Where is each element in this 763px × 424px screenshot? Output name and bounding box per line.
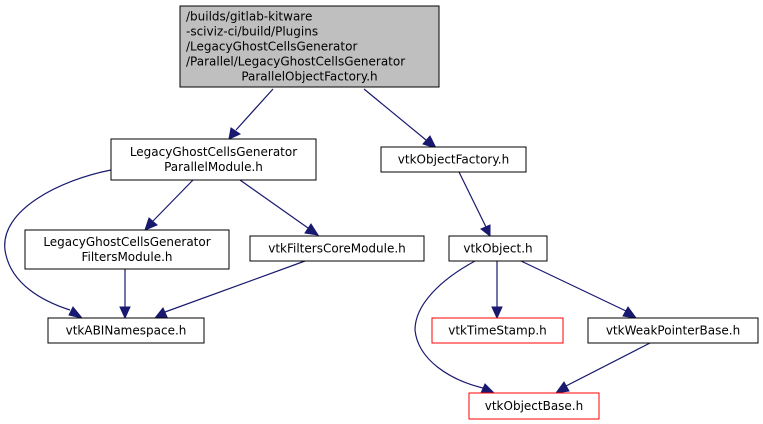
nodes-layer: /builds/gitlab-kitware-sciviz-ci/build/P… bbox=[24, 5, 759, 420]
node-label: vtkABINamespace.h bbox=[66, 324, 187, 338]
node-root: /builds/gitlab-kitware-sciviz-ci/build/P… bbox=[179, 5, 440, 88]
node-label: -sciviz-ci/build/Plugins bbox=[186, 25, 318, 39]
arrowhead-icon bbox=[228, 127, 242, 140]
node-label: LegacyGhostCellsGenerator bbox=[130, 145, 297, 159]
arrowhead-icon bbox=[68, 306, 84, 319]
edge-line bbox=[565, 342, 651, 387]
node-box bbox=[110, 138, 317, 181]
edges-layer bbox=[4, 88, 651, 394]
arrowhead-icon bbox=[422, 135, 437, 149]
node-timestamp[interactable]: vtkTimeStamp.h bbox=[431, 317, 564, 344]
arrowhead-icon bbox=[480, 224, 491, 238]
arrowhead-icon bbox=[622, 306, 638, 319]
edge-parallelmodule-to-abinamespace bbox=[4, 169, 112, 319]
node-filterscore[interactable]: vtkFiltersCoreModule.h bbox=[249, 235, 425, 262]
node-label: ParallelModule.h bbox=[164, 160, 263, 174]
node-label: vtkWeakPointerBase.h bbox=[606, 324, 740, 338]
arrowhead-icon bbox=[491, 306, 503, 320]
edge-line bbox=[520, 260, 627, 312]
edge-root-to-parallelmodule bbox=[228, 88, 274, 140]
node-weakpointer[interactable]: vtkWeakPointerBase.h bbox=[587, 317, 759, 344]
edge-weakpointer-to-objectbase bbox=[554, 342, 651, 394]
edge-line bbox=[458, 171, 487, 228]
arrowhead-icon bbox=[153, 307, 168, 319]
node-box bbox=[179, 5, 440, 88]
node-label: vtkObjectBase.h bbox=[485, 399, 583, 413]
node-box bbox=[47, 317, 205, 344]
node-label: vtkObjectFactory.h bbox=[398, 153, 509, 167]
edge-filtersmodule-to-abinamespace bbox=[119, 269, 131, 320]
edge-line bbox=[363, 88, 427, 141]
node-box bbox=[468, 392, 600, 420]
edge-line bbox=[4, 169, 112, 311]
node-label: /Parallel/LegacyGhostCellsGenerator bbox=[186, 55, 405, 69]
edge-filterscore-to-abinamespace bbox=[153, 260, 306, 319]
edge-parallelmodule-to-filterscore bbox=[239, 179, 320, 236]
node-label: /LegacyGhostCellsGenerator bbox=[186, 40, 357, 54]
node-box bbox=[24, 229, 230, 270]
arrowhead-icon bbox=[119, 306, 131, 320]
node-abinamespace[interactable]: vtkABINamespace.h bbox=[47, 317, 205, 344]
node-label: FiltersModule.h bbox=[81, 250, 172, 264]
edge-line bbox=[235, 88, 274, 131]
edge-line bbox=[164, 260, 306, 313]
node-label: vtkTimeStamp.h bbox=[448, 324, 547, 338]
arrowhead-icon bbox=[144, 217, 158, 231]
edge-line bbox=[414, 260, 484, 389]
node-label: ParallelObjectFactory.h bbox=[241, 70, 377, 84]
node-object[interactable]: vtkObject.h bbox=[448, 235, 548, 262]
arrowhead-icon bbox=[554, 381, 570, 394]
node-box bbox=[431, 317, 564, 344]
edge-line bbox=[152, 179, 194, 222]
node-label: LegacyGhostCellsGenerator bbox=[43, 235, 210, 249]
arrowhead-icon bbox=[304, 223, 320, 236]
node-box bbox=[380, 146, 527, 173]
edge-object-to-weakpointer bbox=[520, 260, 638, 319]
node-label: /builds/gitlab-kitware bbox=[186, 10, 312, 24]
node-objectfactory[interactable]: vtkObjectFactory.h bbox=[380, 146, 527, 173]
node-label: vtkObject.h bbox=[463, 242, 532, 256]
node-box bbox=[448, 235, 548, 262]
node-box bbox=[249, 235, 425, 262]
arrowhead-icon bbox=[480, 383, 496, 394]
node-objectbase[interactable]: vtkObjectBase.h bbox=[468, 392, 600, 420]
node-label: vtkFiltersCoreModule.h bbox=[268, 242, 406, 256]
node-box bbox=[587, 317, 759, 344]
edge-root-to-objectfactory bbox=[363, 88, 437, 149]
node-parallelmodule[interactable]: LegacyGhostCellsGeneratorParallelModule.… bbox=[110, 138, 317, 181]
edge-parallelmodule-to-filtersmodule bbox=[144, 179, 194, 231]
edge-line bbox=[239, 179, 309, 229]
edge-object-to-timestamp bbox=[491, 261, 503, 320]
edge-objectfactory-to-object bbox=[458, 171, 491, 238]
